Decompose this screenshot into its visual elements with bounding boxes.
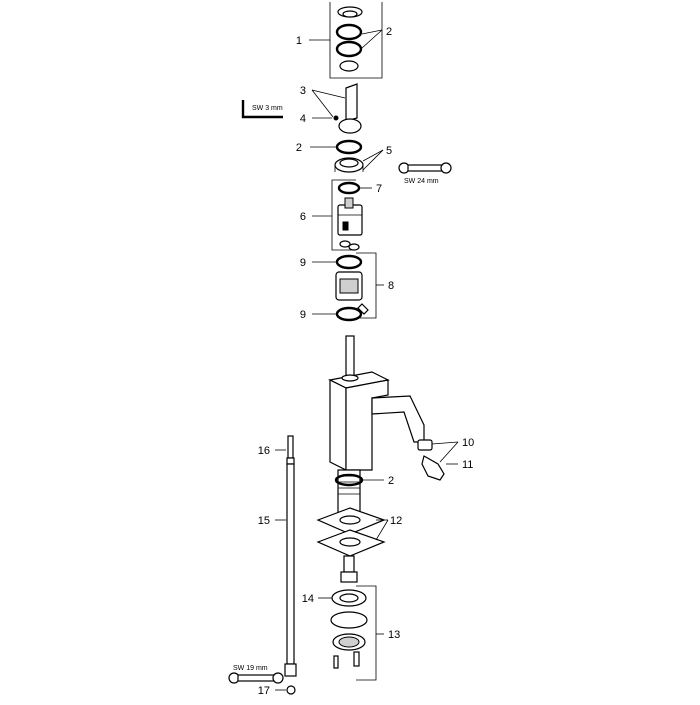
- nut-group: [310, 139, 384, 173]
- cartridge-group: [312, 179, 372, 251]
- hex-key-icon: [241, 100, 283, 119]
- callout-12: 12: [390, 515, 402, 527]
- callout-8: 8: [388, 280, 394, 292]
- callout-17: 17: [258, 685, 270, 697]
- fixing-plates: [316, 507, 389, 557]
- threaded-shank: [334, 469, 384, 517]
- callout-4: 4: [300, 113, 306, 125]
- spout-parts: [417, 439, 459, 481]
- callout-9b: 9: [300, 309, 306, 321]
- callout-10: 10: [462, 437, 474, 449]
- callout-1: 1: [296, 35, 302, 47]
- wrench-icon-top: [398, 162, 452, 174]
- mounting-set: [318, 585, 384, 681]
- tool-label-sw24: SW 24 mm: [404, 178, 439, 185]
- top-seal-group: [309, 2, 383, 79]
- callout-6: 6: [300, 211, 306, 223]
- callout-3: 3: [300, 85, 306, 97]
- callout-2b: 2: [296, 142, 302, 154]
- callout-7: 7: [376, 183, 382, 195]
- callout-13: 13: [388, 629, 400, 641]
- tool-label-sw19: SW 19 mm: [233, 665, 268, 672]
- callout-15: 15: [258, 515, 270, 527]
- callout-2a: 2: [386, 26, 392, 38]
- wrench-icon-bottom: [228, 672, 284, 684]
- callout-14: 14: [302, 593, 314, 605]
- connector: [340, 555, 358, 583]
- callout-11: 11: [462, 459, 473, 471]
- tool-label-sw3: SW 3 mm: [252, 105, 283, 112]
- callout-9a: 9: [300, 257, 306, 269]
- callout-2c: 2: [388, 475, 394, 487]
- supply-hose: [275, 435, 297, 695]
- faucet-body: [328, 335, 425, 471]
- callout-16: 16: [258, 445, 270, 457]
- insert-group: [312, 252, 384, 322]
- callout-5: 5: [386, 145, 392, 157]
- lever-handle: [311, 83, 362, 134]
